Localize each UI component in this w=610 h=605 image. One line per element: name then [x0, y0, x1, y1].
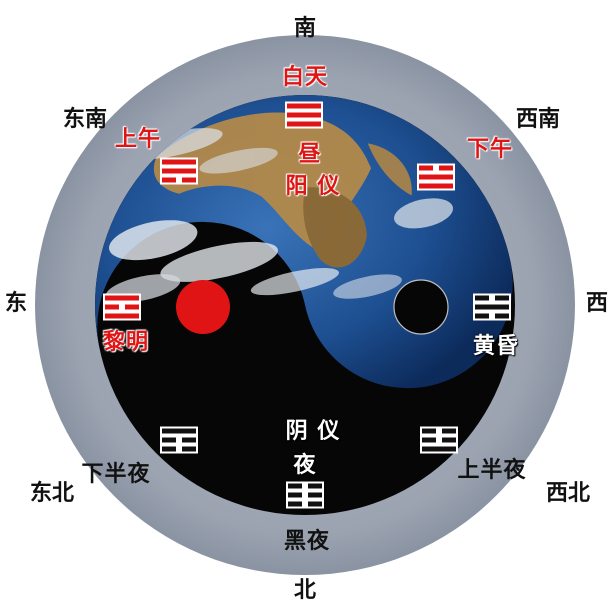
yin-dot	[393, 279, 449, 335]
trigram-broken-line	[105, 304, 119, 310]
trigram-dui-icon	[160, 157, 198, 185]
trigram-broken-line	[308, 492, 322, 498]
label-late-night: 下半夜	[81, 461, 151, 487]
trigram-broken-line	[495, 313, 509, 319]
trigram-li-icon	[103, 293, 141, 321]
trigram-broken-line	[162, 177, 176, 183]
trigram-broken-line	[439, 165, 453, 171]
trigram-broken-line	[308, 483, 322, 489]
direction-northeast: 东北	[29, 480, 75, 506]
direction-south: 南	[293, 15, 317, 41]
label-dusk: 黄昏	[472, 333, 520, 359]
trigram-broken-line	[288, 483, 302, 489]
trigram-broken-line	[475, 313, 489, 319]
label-early-night: 上半夜	[457, 457, 527, 483]
trigram-solid-line	[287, 103, 321, 109]
label-daytime: 白天	[281, 64, 329, 90]
label-yin-yi: 阴 仪	[285, 418, 341, 444]
trigram-broken-line	[422, 437, 436, 443]
trigram-solid-line	[162, 168, 196, 174]
label-afternoon: 下午	[466, 136, 514, 162]
direction-southeast: 东南	[62, 106, 108, 132]
trigram-zhen-icon	[160, 426, 198, 454]
direction-southwest: 西南	[515, 106, 561, 132]
trigram-broken-line	[288, 492, 302, 498]
trigram-broken-line	[182, 177, 196, 183]
trigram-solid-line	[105, 295, 139, 301]
label-day: 昼	[298, 141, 322, 167]
trigram-broken-line	[162, 446, 176, 452]
trigram-solid-line	[419, 183, 453, 189]
trigram-broken-line	[308, 501, 322, 507]
trigram-broken-line	[162, 437, 176, 443]
trigram-broken-line	[182, 446, 196, 452]
trigram-broken-line	[495, 295, 509, 301]
trigram-solid-line	[287, 112, 321, 118]
direction-north: 北	[293, 577, 317, 603]
trigram-qian-icon	[285, 101, 323, 129]
label-dark-night: 黑夜	[283, 528, 331, 554]
trigram-broken-line	[422, 428, 436, 434]
trigram-solid-line	[162, 159, 196, 165]
trigram-kan-icon	[473, 293, 511, 321]
trigram-solid-line	[287, 121, 321, 127]
trigram-broken-line	[419, 165, 433, 171]
trigram-kun-icon	[286, 481, 324, 509]
trigram-solid-line	[105, 313, 139, 319]
trigram-broken-line	[442, 437, 456, 443]
trigram-solid-line	[475, 304, 509, 310]
trigram-broken-line	[288, 501, 302, 507]
trigram-solid-line	[422, 446, 456, 452]
direction-west: 西	[585, 290, 609, 316]
trigram-solid-line	[162, 428, 196, 434]
yang-dot	[176, 280, 230, 334]
label-forenoon: 上午	[114, 126, 162, 152]
trigram-broken-line	[182, 437, 196, 443]
label-dawn: 黎明	[102, 329, 150, 355]
trigram-solid-line	[419, 174, 453, 180]
label-yang-yi: 阳 仪	[285, 173, 341, 199]
label-night: 夜	[293, 452, 317, 478]
trigram-xun-icon	[417, 163, 455, 191]
trigram-broken-line	[442, 428, 456, 434]
direction-northwest: 西北	[545, 480, 591, 506]
trigram-gen-icon	[420, 426, 458, 454]
direction-east: 东	[4, 290, 28, 316]
trigram-broken-line	[475, 295, 489, 301]
trigram-broken-line	[125, 304, 139, 310]
